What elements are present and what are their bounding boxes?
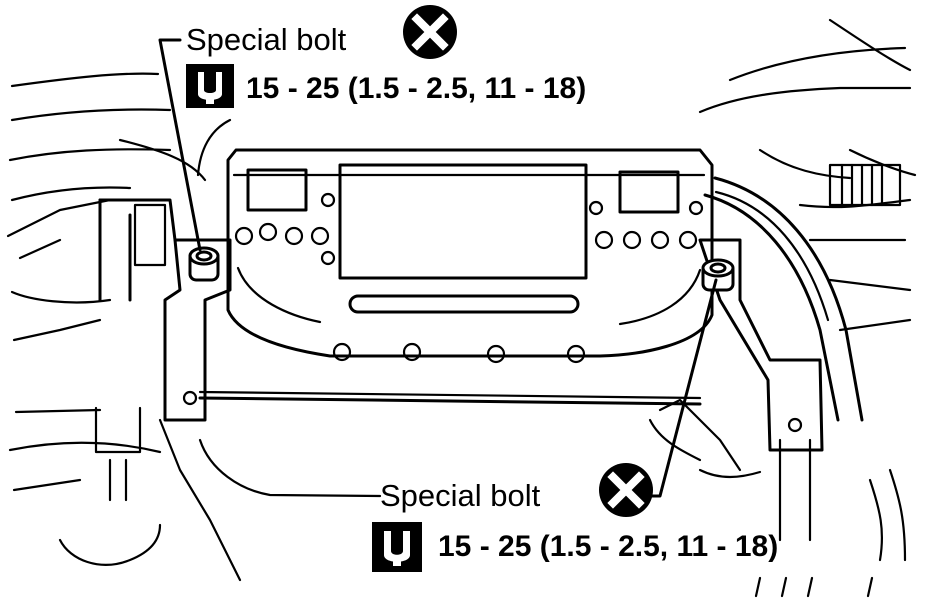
- special-bolt-right: [701, 258, 735, 292]
- engine-background-lines: [6, 18, 917, 598]
- special-bolt-label-top: Special bolt: [186, 22, 347, 57]
- left-bracket: [98, 198, 232, 422]
- wrench-icon: [186, 64, 234, 108]
- special-bolt-label-bottom: Special bolt: [380, 478, 541, 513]
- callout-top: Special bolt 15 - 25 (1.5 - 2.5, 11 - 18…: [186, 5, 586, 108]
- panel-holes-bottom: [332, 342, 586, 364]
- torque-spec-top: 15 - 25 (1.5 - 2.5, 11 - 18): [246, 72, 586, 105]
- control-panel: [226, 148, 714, 364]
- crossed-circle-icon: [403, 5, 457, 59]
- torque-spec-bottom: 15 - 25 (1.5 - 2.5, 11 - 18): [438, 530, 778, 563]
- callout-bottom: Special bolt 15 - 25 (1.5 - 2.5, 11 - 18…: [372, 463, 778, 572]
- right-hose: [703, 176, 864, 422]
- right-bracket: [698, 238, 824, 452]
- wrench-icon: [372, 522, 422, 572]
- leader-lines: [158, 38, 718, 498]
- panel-holes-right: [588, 200, 704, 250]
- panel-holes-left: [234, 192, 336, 266]
- crossed-circle-icon: [599, 463, 653, 517]
- special-bolt-left: [188, 246, 220, 282]
